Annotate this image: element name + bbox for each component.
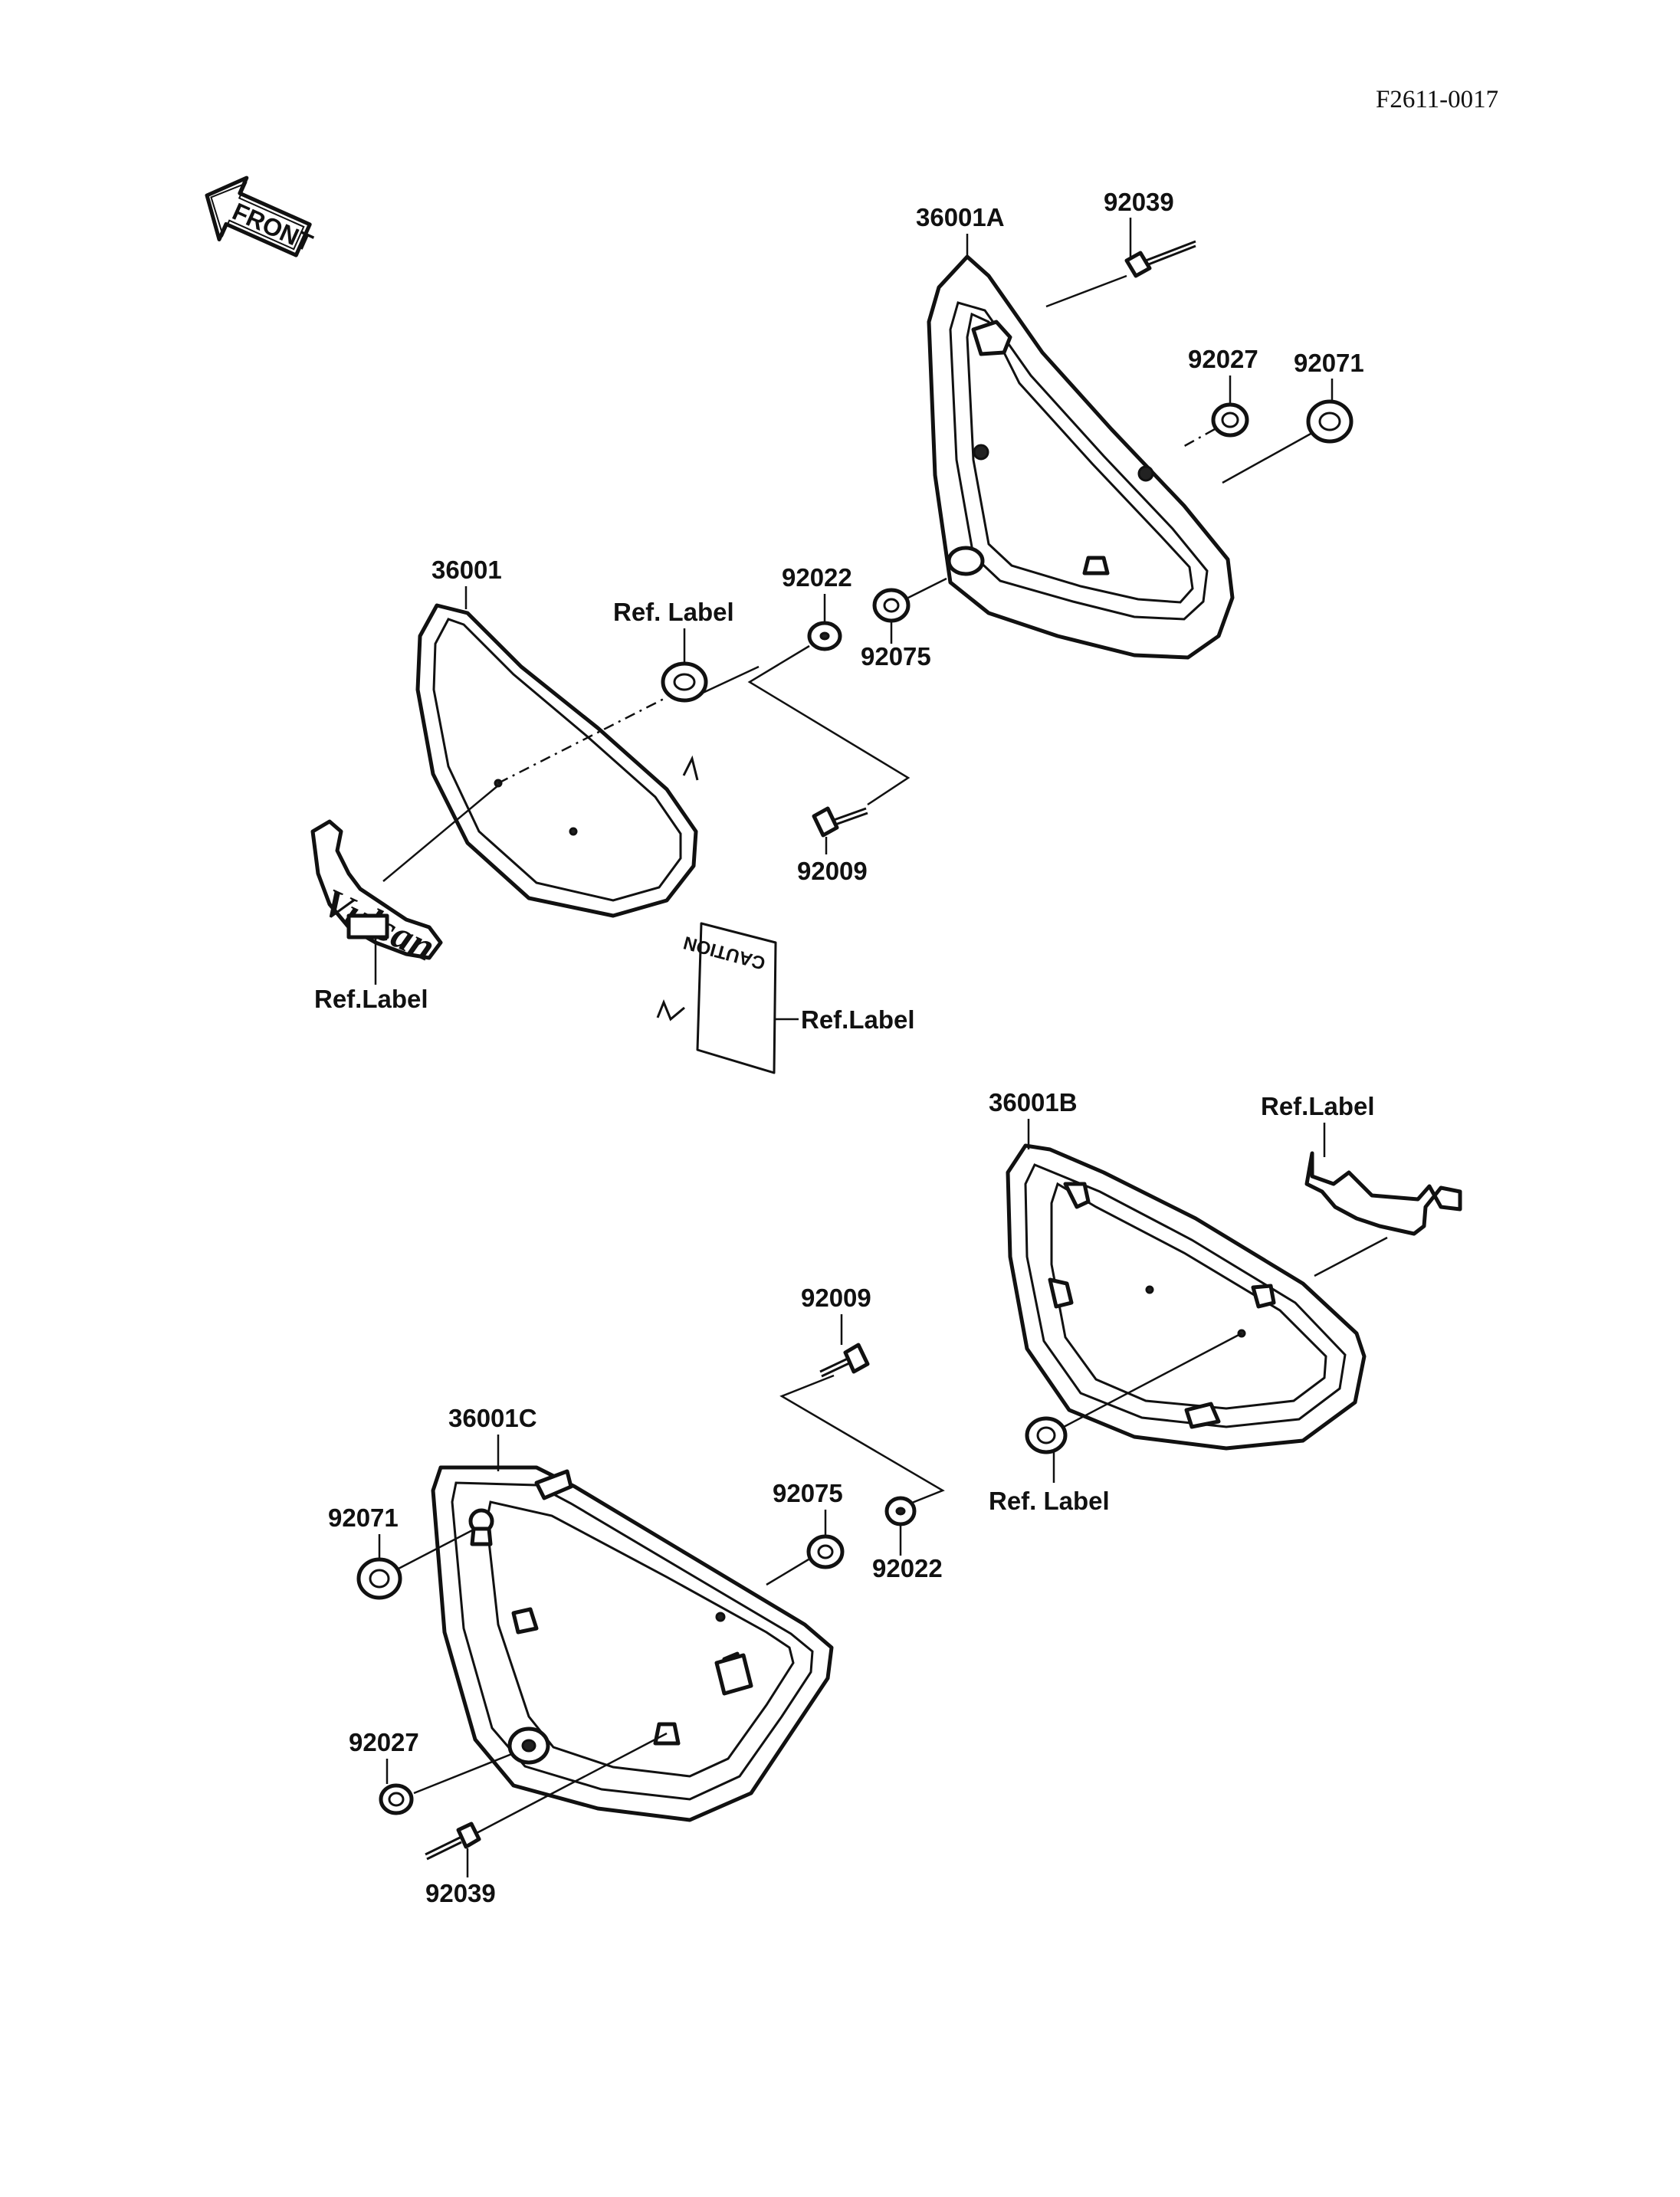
ref-label-grommet-b: Ref. Label xyxy=(989,1487,1110,1515)
side-cover-frame-36001b xyxy=(1006,1143,1367,1451)
drawing-code: F2611-0017 xyxy=(1376,86,1498,113)
ref-label-caution: Ref.Label xyxy=(801,1005,915,1034)
part-number-36001a: 36001A xyxy=(916,203,1005,231)
collar-92027-top xyxy=(1211,402,1249,438)
part-number-92027-bottom: 92027 xyxy=(349,1728,419,1756)
grommet-92071-top xyxy=(1306,399,1354,444)
screw-92009-bottom xyxy=(819,1343,870,1378)
ref-label-vulcan: Ref.Label xyxy=(314,985,428,1013)
part-number-92071-bottom: 92071 xyxy=(328,1503,399,1532)
part-number-92039-top: 92039 xyxy=(1104,188,1174,216)
screw-92009-top xyxy=(812,806,868,838)
part-number-92027-top: 92027 xyxy=(1188,345,1258,373)
side-cover-frame-36001a xyxy=(927,254,1235,660)
ref-label-emblem: Ref.Label xyxy=(1261,1092,1375,1120)
ref-label-grommet-top: Ref. Label xyxy=(613,598,734,626)
grommet-ref-label-top xyxy=(661,661,708,703)
vulcan-emblem: Vulcan xyxy=(310,819,443,970)
collar-92027-bottom xyxy=(379,1783,414,1815)
part-number-36001: 36001 xyxy=(431,556,502,584)
side-cover-36001 xyxy=(415,603,698,918)
grommet-92071-bottom xyxy=(356,1557,402,1600)
screw-92039-top xyxy=(1124,240,1196,278)
part-number-92009-bottom: 92009 xyxy=(801,1284,871,1312)
side-cover-frame-36001c xyxy=(431,1465,834,1822)
part-number-92039-bottom: 92039 xyxy=(425,1879,496,1907)
front-arrow-icon: FRONT xyxy=(205,175,317,257)
caution-decal: CAUTION xyxy=(681,922,777,1074)
emblem-bracket-ref-label xyxy=(1304,1151,1462,1236)
part-number-92022-bottom: 92022 xyxy=(872,1554,943,1582)
part-number-92071-top: 92071 xyxy=(1294,349,1364,377)
grommet-92075-bottom xyxy=(806,1534,845,1569)
grommet-ref-label-b xyxy=(1025,1416,1068,1454)
part-number-92075-top: 92075 xyxy=(861,642,931,671)
part-number-92009-top: 92009 xyxy=(797,857,868,885)
part-number-92022-top: 92022 xyxy=(782,563,852,592)
part-number-36001b: 36001B xyxy=(989,1088,1078,1117)
grommet-92075-top xyxy=(872,588,911,623)
part-number-36001c: 36001C xyxy=(448,1404,537,1432)
part-number-92075-bottom: 92075 xyxy=(773,1479,843,1507)
screw-92039-bottom xyxy=(425,1822,481,1861)
